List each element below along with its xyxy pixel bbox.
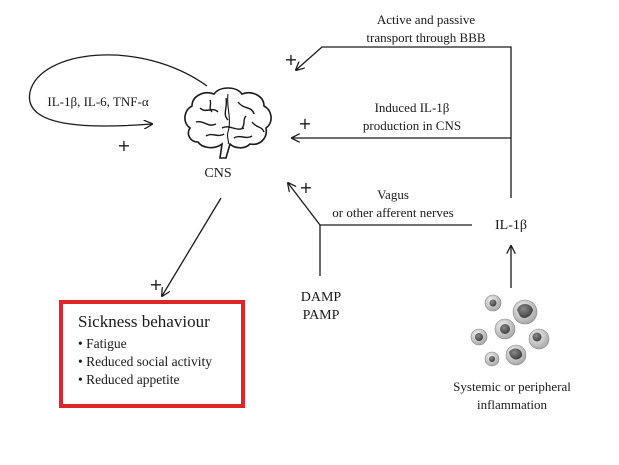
immune-cells-icon <box>470 294 550 367</box>
bbb-plus-sign: + <box>284 50 297 69</box>
sickness-item-appetite: • Reduced appetite <box>78 372 179 387</box>
inflammation-label-line1: Systemic or peripheral <box>453 379 571 394</box>
vagus-plus-sign: + <box>299 178 312 197</box>
sickness-behaviour-box <box>59 300 245 408</box>
cytokine-loop-arrow <box>28 54 208 126</box>
cns-to-sickness-arrow <box>162 197 222 296</box>
induced-label-line1: Induced IL-1β <box>375 100 450 115</box>
transport-label-line2: transport through BBB <box>366 30 485 45</box>
pamp-label: PAMP <box>303 308 340 323</box>
cytokines-label: IL-1β, IL-6, TNF-α <box>47 94 148 109</box>
induced-label-line2: production in CNS <box>363 118 461 133</box>
cns-label: CNS <box>204 166 231 181</box>
sickness-item-fatigue: • Fatigue <box>78 336 127 351</box>
vagus-label-line2: or other afferent nerves <box>332 205 453 220</box>
transport-label-line1: Active and passive <box>377 12 475 27</box>
vagus-arrow <box>288 183 321 226</box>
brain-icon <box>184 87 272 159</box>
vagus-label-line1: Vagus <box>377 187 409 202</box>
cytokine-plus-sign: + <box>117 136 130 155</box>
induced-plus-sign: + <box>298 114 311 133</box>
inflammation-label-line2: inflammation <box>477 397 548 412</box>
damp-label: DAMP <box>301 290 342 305</box>
sickness-plus-sign: + <box>149 275 162 294</box>
sickness-item-social: • Reduced social activity <box>78 354 212 369</box>
bbb-transport-arrow <box>296 46 512 198</box>
il1b-label: IL-1β <box>495 218 527 233</box>
sickness-box-title: Sickness behaviour <box>78 312 210 331</box>
